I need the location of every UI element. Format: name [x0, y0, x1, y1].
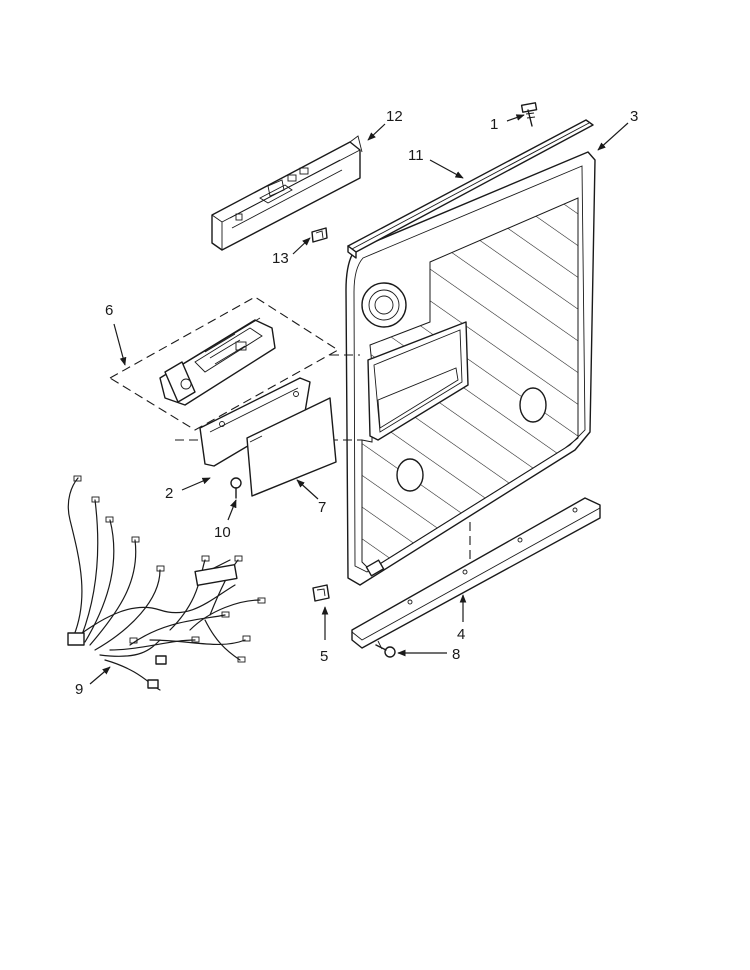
- callout-11: 11: [408, 147, 424, 164]
- callout-3: 3: [630, 108, 638, 125]
- leader-arrows: [89, 114, 629, 685]
- screw-10-icon: [230, 477, 242, 499]
- screw-1-icon: [520, 102, 538, 127]
- dispenser-assembly: [108, 296, 340, 431]
- screw-8-icon: [375, 640, 396, 658]
- clip-13-icon: [311, 227, 328, 243]
- callout-4: 4: [457, 626, 465, 643]
- callout-5: 5: [320, 648, 328, 665]
- callout-labels: 1 3 11 12 13 6 2 7 10 4 5 8 9: [75, 108, 638, 698]
- clip-5-icon: [312, 584, 330, 602]
- callout-2: 2: [165, 485, 173, 502]
- dispenser-cover: [246, 397, 337, 497]
- dispenser-opening: [367, 321, 469, 441]
- control-bracket: [211, 135, 363, 251]
- wire-harness: [67, 475, 266, 691]
- vent-round-icon: [361, 282, 407, 328]
- callout-8: 8: [452, 646, 460, 663]
- callout-9: 9: [75, 681, 83, 698]
- callout-13: 13: [272, 250, 289, 267]
- callout-12: 12: [386, 108, 403, 125]
- callout-7: 7: [318, 499, 326, 516]
- door-bottom-trim: [351, 497, 601, 649]
- callout-1: 1: [490, 116, 498, 133]
- door-top-trim: [347, 119, 594, 259]
- callout-10: 10: [214, 524, 231, 541]
- callout-6: 6: [105, 302, 113, 319]
- inner-door-panel: [345, 151, 596, 586]
